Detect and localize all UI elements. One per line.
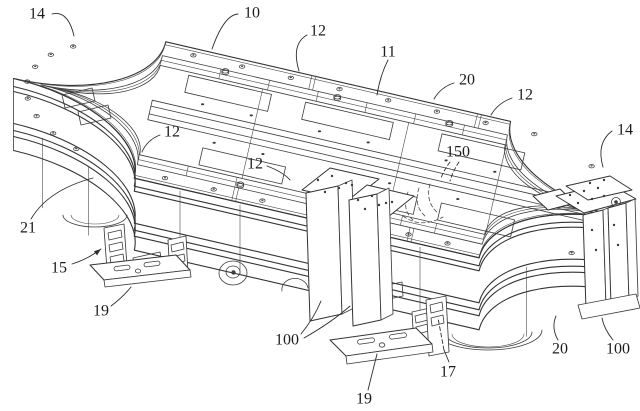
right-end-clamp <box>532 175 640 320</box>
ref-number-17-bottom: 17 <box>440 364 456 381</box>
ref-number-14-top-left: 14 <box>29 6 45 23</box>
ref-number-20-top: 20 <box>459 72 475 89</box>
leader-line <box>553 315 559 341</box>
leader-line <box>51 13 75 37</box>
leader-line <box>443 349 450 363</box>
ref-label-17-bottom: 17 <box>437 317 456 381</box>
ref-number-150-mid: 150 <box>446 144 470 161</box>
reference-labels: 14 10 12 11 20 12 14 150 12 12 21 15 19 100 19 17 20 100 <box>20 5 633 408</box>
ref-label-12-right: 12 <box>490 87 533 116</box>
ref-number-12-mid: 12 <box>247 156 263 173</box>
track-bed <box>61 74 591 238</box>
ref-label-19-left: 19 <box>93 286 132 320</box>
ref-label-100-bottom: 100 <box>275 300 351 349</box>
leader-line <box>437 317 445 351</box>
ref-number-10-top: 10 <box>244 5 260 22</box>
leader-line <box>600 130 613 168</box>
ref-number-15-left: 15 <box>51 260 67 277</box>
ref-number-19-bottom: 19 <box>356 391 372 408</box>
leader-line <box>266 165 291 181</box>
ref-number-19-left: 19 <box>93 303 109 320</box>
ref-number-12-top-right: 12 <box>310 23 326 40</box>
ref-label-14-top-left: 14 <box>29 6 75 37</box>
leader-line <box>141 134 161 153</box>
ref-number-100-bottom: 100 <box>275 332 299 349</box>
leader-line <box>30 177 94 220</box>
leader-line <box>433 82 455 100</box>
ref-label-15-left: 15 <box>51 248 102 277</box>
center-clamp-towers <box>301 167 415 327</box>
leader-line <box>440 161 451 179</box>
ref-label-19-bottom: 19 <box>356 353 378 408</box>
left-mount-bracket <box>89 223 192 288</box>
leader-line <box>110 286 132 307</box>
ref-label-20-bottom: 20 <box>552 315 568 358</box>
leader-arrowhead <box>93 249 101 256</box>
leader-line <box>490 97 513 116</box>
ref-label-20-top: 20 <box>433 72 475 100</box>
ref-number-12-mid-left: 12 <box>164 124 180 141</box>
right-cap-dots <box>568 178 620 252</box>
flange-bolt-holes <box>24 44 621 256</box>
ref-label-12-mid: 12 <box>247 156 291 181</box>
leader-line <box>295 34 308 72</box>
bed-plates <box>61 74 526 238</box>
ref-label-12-top-right: 12 <box>295 23 326 72</box>
leader-line <box>376 59 389 96</box>
ref-label-12-mid-left: 12 <box>141 124 180 153</box>
ref-label-11-top: 11 <box>376 44 396 96</box>
ref-number-100-right: 100 <box>606 341 630 358</box>
leader-line <box>367 353 378 391</box>
ref-label-21-left: 21 <box>20 177 94 237</box>
leader-line <box>449 161 460 182</box>
cap-plate-dots <box>316 174 394 211</box>
ref-label-10-top: 10 <box>211 5 260 50</box>
ref-number-12-right: 12 <box>517 87 533 104</box>
center-mount-bracket <box>329 295 450 365</box>
ref-label-100-right: 100 <box>601 317 630 358</box>
leader-line <box>303 305 351 339</box>
ref-label-150-mid: 150 <box>440 144 470 182</box>
ref-label-14-right: 14 <box>600 122 633 168</box>
ref-number-21-left: 21 <box>20 220 36 237</box>
ref-number-11-top: 11 <box>380 44 395 61</box>
ref-number-14-right: 14 <box>617 122 633 139</box>
leader-line <box>211 13 239 50</box>
leader-line <box>601 317 614 341</box>
leader-line <box>300 300 322 335</box>
ref-number-20-bottom: 20 <box>552 341 568 358</box>
